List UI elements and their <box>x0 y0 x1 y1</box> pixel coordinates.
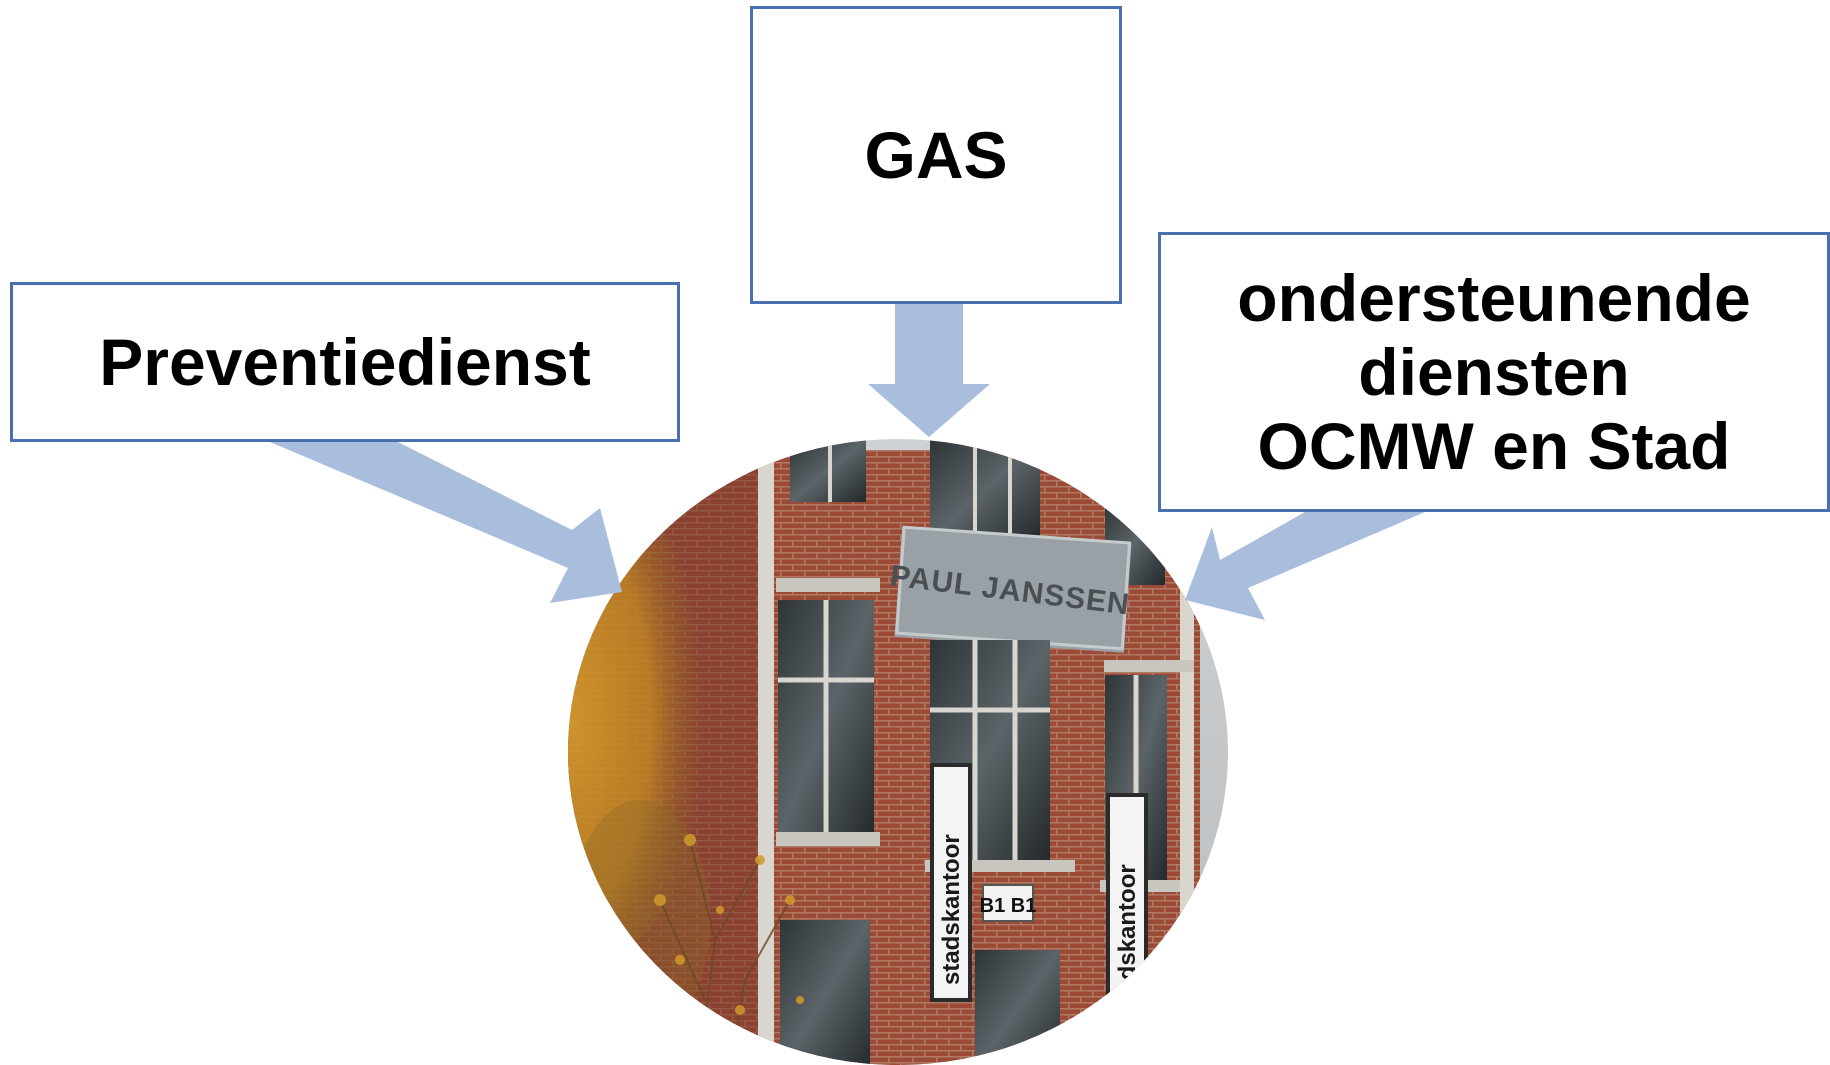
arrow-preventiedienst <box>270 442 622 603</box>
arrow-ocmw <box>1185 512 1425 620</box>
door-sign: B1 B1 <box>980 895 1037 917</box>
gas-box: GAS <box>750 6 1122 304</box>
arrow-gas <box>868 304 990 437</box>
ocmw-label-line-3: OCMW en Stad <box>1257 409 1731 483</box>
preventiedienst-label: Preventiedienst <box>99 325 591 399</box>
ocmw-label-line-2: diensten <box>1358 335 1630 409</box>
gas-label: GAS <box>864 118 1008 192</box>
ocmw-label-line-1: ondersteunende <box>1237 261 1751 335</box>
banner-left-text: stadskantoor <box>938 834 965 985</box>
ocmw-box: ondersteunende diensten OCMW en Stad <box>1158 232 1830 512</box>
preventiedienst-box: Preventiedienst <box>10 282 680 442</box>
